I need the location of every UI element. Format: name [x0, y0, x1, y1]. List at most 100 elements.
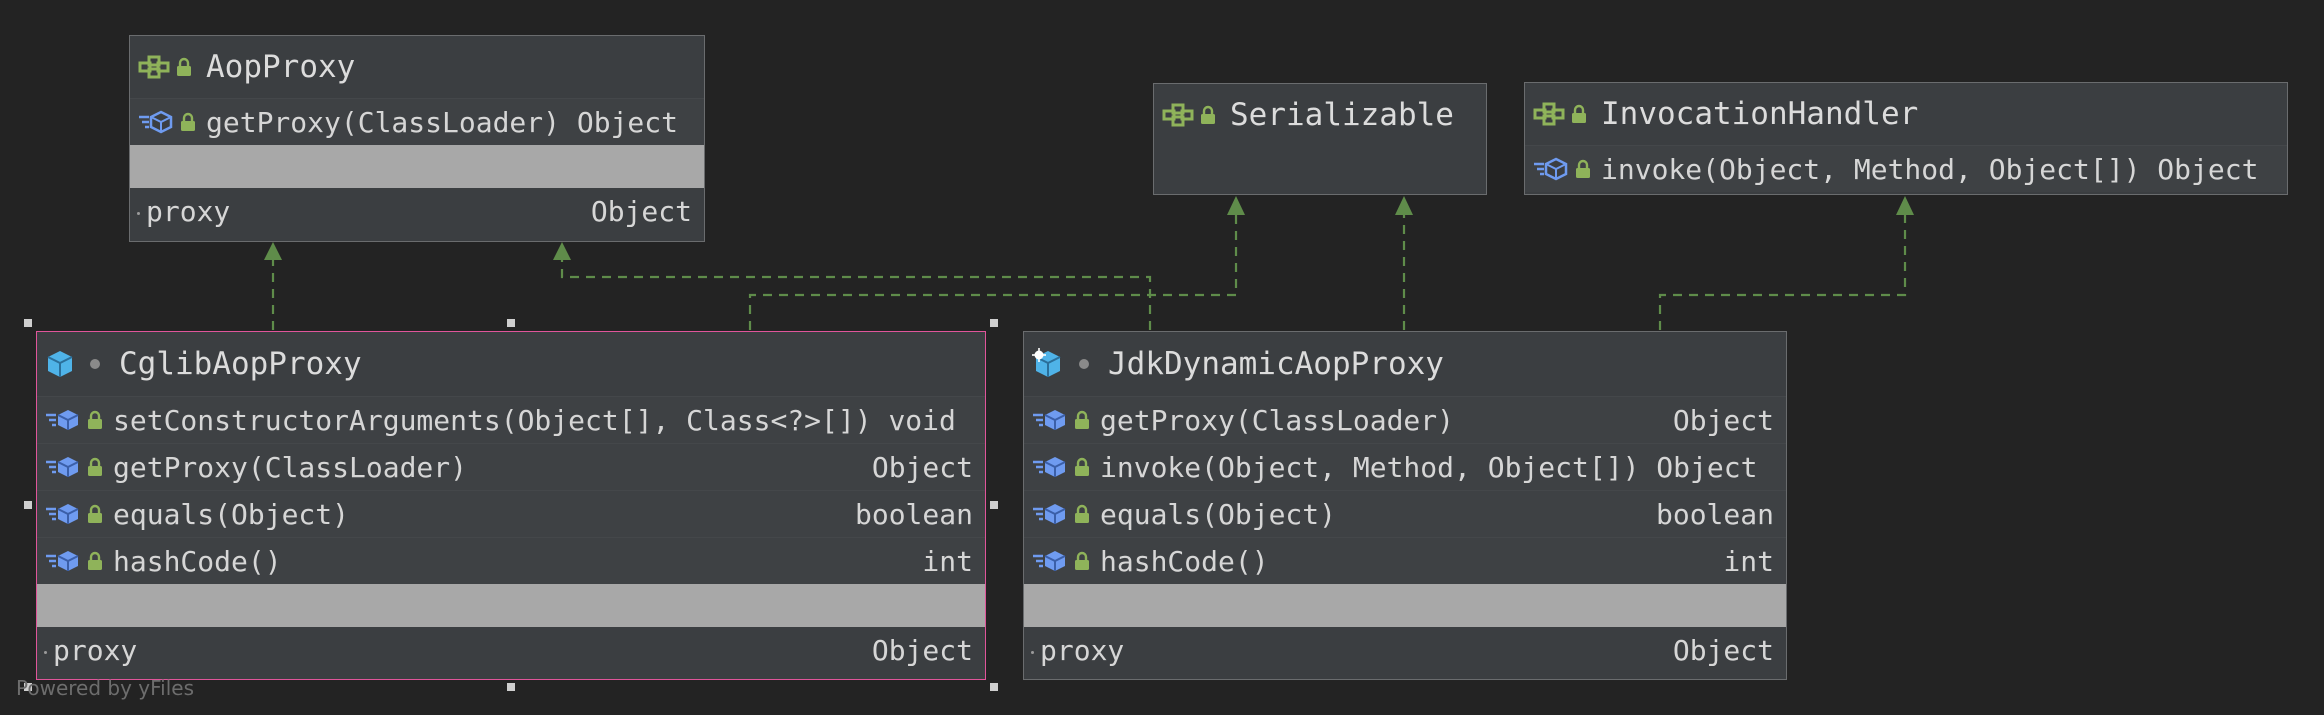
method-row[interactable]: equals(Object) boolean — [37, 490, 985, 537]
interface-icon — [1533, 102, 1565, 126]
field-type: Object — [871, 634, 973, 667]
lock-icon — [88, 457, 102, 476]
field-name: proxy — [1031, 634, 1673, 667]
section-divider — [130, 145, 704, 188]
edge-cglib-to-serializable — [748, 210, 1238, 330]
method-icon — [46, 551, 79, 571]
resize-handle-bottom-right[interactable] — [990, 683, 998, 691]
node-invocationhandler-header: InvocationHandler — [1525, 83, 2287, 145]
node-title: InvocationHandler — [1601, 96, 1919, 132]
method-row[interactable]: invoke(Object, Method, Object[]) Object — [1024, 443, 1786, 490]
class-icon — [47, 351, 73, 377]
method-signature: equals(Object) — [113, 497, 350, 531]
method-signature: getProxy(ClassLoader) Object — [206, 105, 679, 139]
node-jdkdynamicaopproxy[interactable]: JdkDynamicAopProxy getProxy(ClassLoader)… — [1023, 331, 1787, 680]
method-icon — [46, 457, 79, 477]
edge-jdk-to-aopproxy — [560, 253, 1152, 330]
field-row[interactable]: proxy Object — [1024, 627, 1786, 674]
node-aopproxy-header: AopProxy — [130, 36, 704, 98]
method-return-type: boolean — [1655, 497, 1774, 531]
field-row[interactable]: proxy Object — [130, 188, 704, 235]
edge-jdk-to-invocationhandler — [1658, 210, 1907, 330]
method-return-type: Object — [871, 450, 973, 484]
lock-icon — [88, 551, 102, 570]
method-icon — [1033, 504, 1066, 524]
lock-icon — [1576, 159, 1590, 178]
node-cglibaopproxy-header: CglibAopProxy — [37, 332, 985, 396]
method-icon — [1534, 157, 1568, 181]
method-return-type: int — [922, 544, 973, 578]
node-cglibaopproxy[interactable]: CglibAopProxy setConstructorArguments(Ob… — [36, 331, 986, 680]
method-signature: setConstructorArguments(Object[], Class<… — [113, 403, 956, 437]
section-divider — [37, 584, 985, 627]
lock-icon — [88, 504, 102, 523]
lock-icon — [1075, 504, 1089, 523]
method-icon — [46, 504, 79, 524]
lock-icon — [1572, 104, 1586, 123]
section-divider — [1024, 584, 1786, 627]
resize-handle-right[interactable] — [990, 501, 998, 509]
lock-icon — [1075, 457, 1089, 476]
method-signature: equals(Object) — [1100, 497, 1337, 531]
node-invocationhandler[interactable]: InvocationHandler invoke(Object, Method,… — [1524, 82, 2288, 195]
method-row[interactable]: getProxy(ClassLoader) Object — [130, 98, 704, 145]
lock-icon — [181, 112, 195, 131]
arrowhead-invocationhandler — [1896, 196, 1914, 215]
resize-handle-bottom[interactable] — [507, 683, 515, 691]
lock-icon — [1075, 551, 1089, 570]
resize-handle-top-left[interactable] — [24, 319, 32, 327]
lock-icon — [88, 410, 102, 429]
field-type: Object — [590, 195, 692, 228]
method-row[interactable]: getProxy(ClassLoader) Object — [37, 443, 985, 490]
node-serializable-header: Serializable — [1154, 84, 1486, 146]
method-row[interactable]: hashCode() int — [37, 537, 985, 584]
resize-handle-left[interactable] — [24, 501, 32, 509]
method-row[interactable]: getProxy(ClassLoader) Object — [1024, 396, 1786, 443]
resize-handle-top[interactable] — [507, 319, 515, 327]
method-icon — [139, 110, 173, 134]
resize-handle-bottom-left[interactable] — [24, 683, 32, 691]
node-title: JdkDynamicAopProxy — [1108, 346, 1444, 382]
method-icon — [46, 410, 79, 430]
method-row[interactable]: invoke(Object, Method, Object[]) Object — [1525, 145, 2287, 192]
arrowhead-serializable-left — [1227, 196, 1245, 215]
arrowhead-aopproxy-right — [553, 242, 571, 260]
method-icon — [1033, 457, 1066, 477]
method-signature: getProxy(ClassLoader) — [113, 450, 468, 484]
class-icon — [1032, 348, 1061, 377]
lock-icon — [177, 57, 191, 76]
node-aopproxy[interactable]: AopProxy getProxy(ClassLoader) Object pr… — [129, 35, 705, 242]
field-row[interactable]: proxy Object — [37, 627, 985, 674]
method-return-type: boolean — [854, 497, 973, 531]
field-name: proxy — [137, 195, 591, 228]
method-signature: invoke(Object, Method, Object[]) Object — [1100, 450, 1758, 484]
interface-icon — [138, 55, 170, 79]
package-visibility-icon — [90, 359, 100, 369]
node-serializable[interactable]: Serializable — [1153, 83, 1487, 195]
method-signature: hashCode() — [1100, 544, 1269, 578]
node-title: AopProxy — [206, 49, 356, 85]
field-type: Object — [1672, 634, 1774, 667]
arrowhead-serializable-right — [1395, 196, 1413, 215]
node-title: CglibAopProxy — [119, 346, 362, 382]
field-name: proxy — [44, 634, 872, 667]
arrowhead-aopproxy-left — [264, 242, 282, 260]
resize-handle-top-right[interactable] — [990, 319, 998, 327]
method-row[interactable]: setConstructorArguments(Object[], Class<… — [37, 396, 985, 443]
method-icon — [1033, 551, 1066, 571]
method-return-type: Object — [1672, 403, 1774, 437]
method-signature: invoke(Object, Method, Object[]) Object — [1601, 152, 2259, 186]
method-signature: getProxy(ClassLoader) — [1100, 403, 1455, 437]
method-row[interactable]: equals(Object) boolean — [1024, 490, 1786, 537]
method-return-type: int — [1723, 544, 1774, 578]
watermark: Powered by yFiles — [16, 676, 194, 700]
lock-icon — [1075, 410, 1089, 429]
node-title: Serializable — [1230, 97, 1454, 133]
method-icon — [1033, 410, 1066, 430]
interface-icon — [1162, 103, 1194, 127]
package-visibility-icon — [1079, 359, 1089, 369]
method-signature: hashCode() — [113, 544, 282, 578]
lock-icon — [1201, 105, 1215, 124]
node-jdkdynamicaopproxy-header: JdkDynamicAopProxy — [1024, 332, 1786, 396]
method-row[interactable]: hashCode() int — [1024, 537, 1786, 584]
